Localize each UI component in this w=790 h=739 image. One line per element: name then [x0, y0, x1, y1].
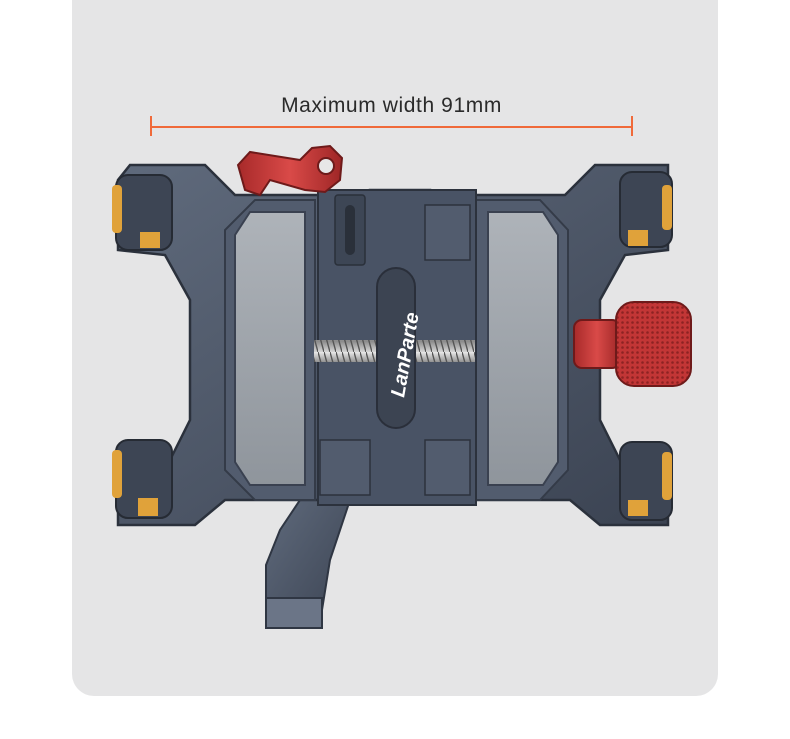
- dimension-line: [150, 126, 633, 128]
- logo-plate: [376, 267, 416, 429]
- lock-lever: [236, 144, 344, 197]
- mount-arm: [265, 499, 352, 629]
- right-grip-pad: [487, 211, 559, 486]
- clamp-top-right: [619, 171, 673, 248]
- left-spring: [314, 340, 376, 362]
- clamp-bottom-right: [619, 441, 673, 521]
- dimension-tick-right: [631, 116, 633, 136]
- left-grip-pad: [234, 211, 306, 486]
- right-spring: [415, 340, 475, 362]
- clamp-top-left: [112, 174, 173, 251]
- clamp-bottom-left: [112, 439, 173, 519]
- max-width-label: Maximum width 91mm: [281, 94, 502, 117]
- tension-knob: [573, 301, 692, 387]
